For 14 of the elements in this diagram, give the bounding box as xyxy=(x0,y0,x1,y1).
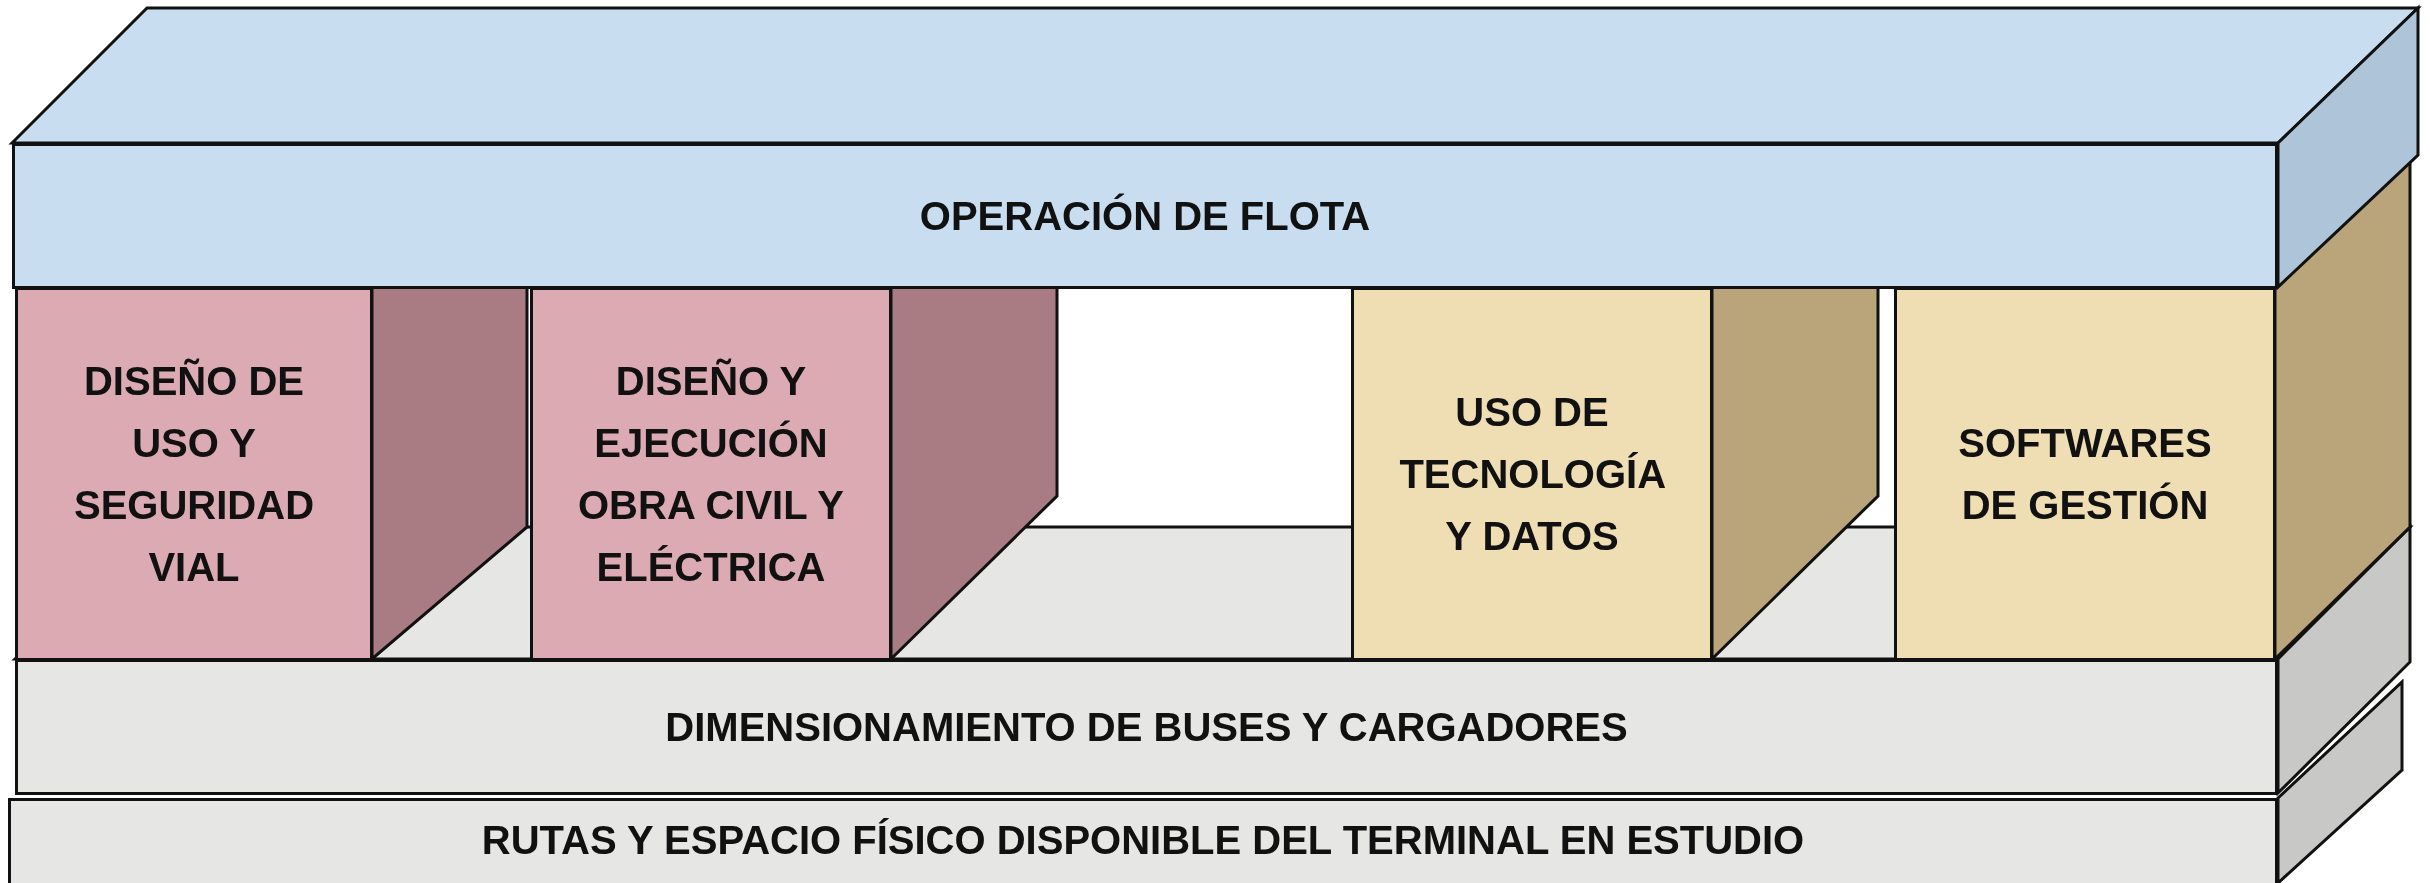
block-label: DISEÑO DE USO Y SEGURIDAD VIAL xyxy=(74,357,314,591)
block-label: DIMENSIONAMIENTO DE BUSES Y CARGADORES xyxy=(665,704,1628,751)
pillar-block xyxy=(15,287,373,661)
pillar-block xyxy=(1894,287,2276,661)
block-label: USO DE TECNOLOGÍA Y DATOS xyxy=(1399,389,1665,560)
block-label: SOFTWARES DE GESTIÓN xyxy=(1958,420,2212,529)
layer-block xyxy=(15,659,2278,795)
layer-block xyxy=(12,143,2278,289)
block-label: DISEÑO Y EJECUCIÓN OBRA CIVIL Y ELÉCTRICA xyxy=(577,357,845,591)
pillar-block xyxy=(1351,287,1713,661)
block-label: RUTAS Y ESPACIO FÍSICO DISPONIBLE DEL TERMINAL EN ESTUDIO xyxy=(481,817,1805,864)
pillar-block xyxy=(530,287,892,661)
layer-block xyxy=(8,798,2278,883)
block-label: OPERACIÓN DE FLOTA xyxy=(919,192,1371,240)
